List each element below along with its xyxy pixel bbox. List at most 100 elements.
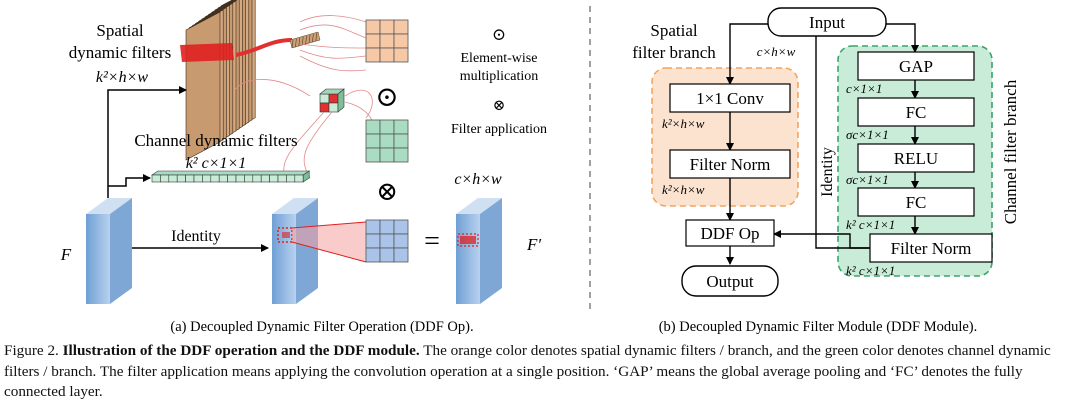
input-node	[767, 7, 887, 37]
vector-cell	[235, 174, 245, 183]
figure-caption: Figure 2. Illustration of the DDF operat…	[4, 341, 1076, 403]
output-dims: c×h×w	[454, 171, 502, 188]
gap-label: GAP	[899, 57, 933, 76]
input-feature	[86, 198, 132, 304]
fc1-label: FC	[906, 103, 927, 122]
grid-cell	[393, 33, 409, 49]
grid-cell	[393, 133, 409, 149]
vector-cell	[269, 174, 279, 183]
vector-cell	[151, 174, 161, 183]
conv-node	[669, 83, 791, 113]
application-cone	[292, 222, 366, 262]
filter-norm-s-dims: k²×h×w	[662, 182, 705, 197]
grid-cell	[365, 119, 381, 135]
ddf-op-label: DDF Op	[700, 224, 759, 243]
grid-cell	[379, 219, 395, 235]
fc2-label: FC	[906, 193, 927, 212]
vector-cell	[260, 174, 270, 183]
vector-cell	[185, 174, 195, 183]
caption-title: Illustration of the DDF operation and th…	[62, 342, 420, 359]
relu-label: RELU	[894, 149, 938, 168]
grid-cell	[379, 47, 395, 63]
elementwise-symbol: ⊙	[492, 25, 506, 44]
grid-cell	[365, 219, 381, 235]
grid-cell	[393, 147, 409, 163]
subcaption-b: (b) Decoupled Dynamic Filter Module (DDF…	[659, 319, 978, 335]
vector-cell	[160, 174, 170, 183]
spatial-link	[235, 38, 293, 57]
grid-cell	[393, 233, 409, 249]
spatial-filter-grid	[365, 19, 409, 63]
grid-cell	[379, 19, 395, 35]
applied-filter-grid	[365, 219, 409, 263]
big-otimes: ⊗	[376, 177, 398, 206]
spatial-filter-stack	[180, 0, 256, 161]
vector-cell	[202, 174, 212, 183]
panel-a: Spatial dynamic filters k²×h×w Channel d…	[60, 0, 547, 335]
input-label: Input	[809, 13, 845, 32]
channel-fan-lines	[234, 79, 376, 179]
big-odot: ⊙	[375, 82, 398, 113]
grid-cell	[379, 33, 395, 49]
figure-2: Spatial dynamic filters k²×h×w Channel d…	[60, 0, 1020, 335]
elementwise-label-1: Element-wise	[461, 51, 538, 66]
vector-cell	[168, 174, 178, 183]
subcaption-a: (a) Decoupled Dynamic Filter Operation (…	[170, 319, 473, 335]
panel-b: Input 1×1 Conv Filter Norm DDF Op Output…	[632, 7, 1020, 335]
spatial-filter-piece	[289, 31, 321, 49]
channel-branch-label: Channel filter branch	[1001, 79, 1020, 224]
panel-a-arrows	[107, 86, 269, 252]
middle-feature	[272, 198, 318, 304]
output-feature	[456, 198, 502, 304]
grid-cell	[379, 233, 395, 249]
channel-filter-cube	[319, 88, 345, 113]
relu-node	[857, 143, 975, 173]
filter-app-symbol: ⊗	[493, 98, 506, 114]
fc1-node	[857, 97, 975, 127]
caption-body: The orange color denotes spatial dynamic…	[4, 342, 1051, 400]
grid-cell	[393, 19, 409, 35]
vector-cell	[210, 174, 220, 183]
gap-dims: c×1×1	[846, 81, 882, 96]
grid-cell	[365, 133, 381, 149]
output-label: Output	[706, 272, 754, 291]
grid-cell	[379, 147, 395, 163]
output-symbol: F′	[526, 235, 541, 254]
spatial-label-1: Spatial	[96, 21, 143, 40]
vector-cell	[252, 174, 262, 183]
vector-cell	[218, 174, 228, 183]
vector-cell	[277, 174, 287, 183]
grid-cell	[365, 33, 381, 49]
fc2-node	[857, 187, 975, 217]
grid-cell	[365, 233, 381, 249]
filter-norm-c-node	[869, 233, 993, 263]
input-dims: c×h×w	[757, 44, 796, 59]
vector-cell	[193, 174, 203, 183]
equals-sign: =	[424, 226, 440, 257]
vector-cell	[286, 174, 296, 183]
filter-app-label: Filter application	[451, 122, 547, 137]
grid-cell	[393, 247, 409, 263]
grid-cell	[365, 247, 381, 263]
caption-prefix: Figure 2.	[4, 342, 63, 359]
vector-cell	[294, 174, 304, 183]
channel-label: Channel dynamic filters	[134, 131, 297, 150]
grid-cell	[393, 47, 409, 63]
vector-cell	[227, 174, 237, 183]
input-symbol: F	[60, 245, 72, 264]
elementwise-label-2: multiplication	[460, 69, 539, 84]
spatial-fan-lines	[299, 15, 367, 72]
spatial-dims: k²×h×w	[96, 69, 148, 86]
gap-node	[857, 51, 975, 81]
grid-cell	[379, 133, 395, 149]
grid-cell	[365, 19, 381, 35]
output-node	[681, 265, 779, 297]
fc1-dims: σc×1×1	[846, 127, 889, 142]
channel-filter-grid	[365, 119, 409, 163]
grid-cell	[365, 47, 381, 63]
grid-cell	[365, 147, 381, 163]
spatial-label-2: dynamic filters	[69, 43, 171, 62]
vector-cell	[244, 174, 254, 183]
vector-cell	[176, 174, 186, 183]
filter-norm-c-label: Filter Norm	[891, 239, 972, 258]
